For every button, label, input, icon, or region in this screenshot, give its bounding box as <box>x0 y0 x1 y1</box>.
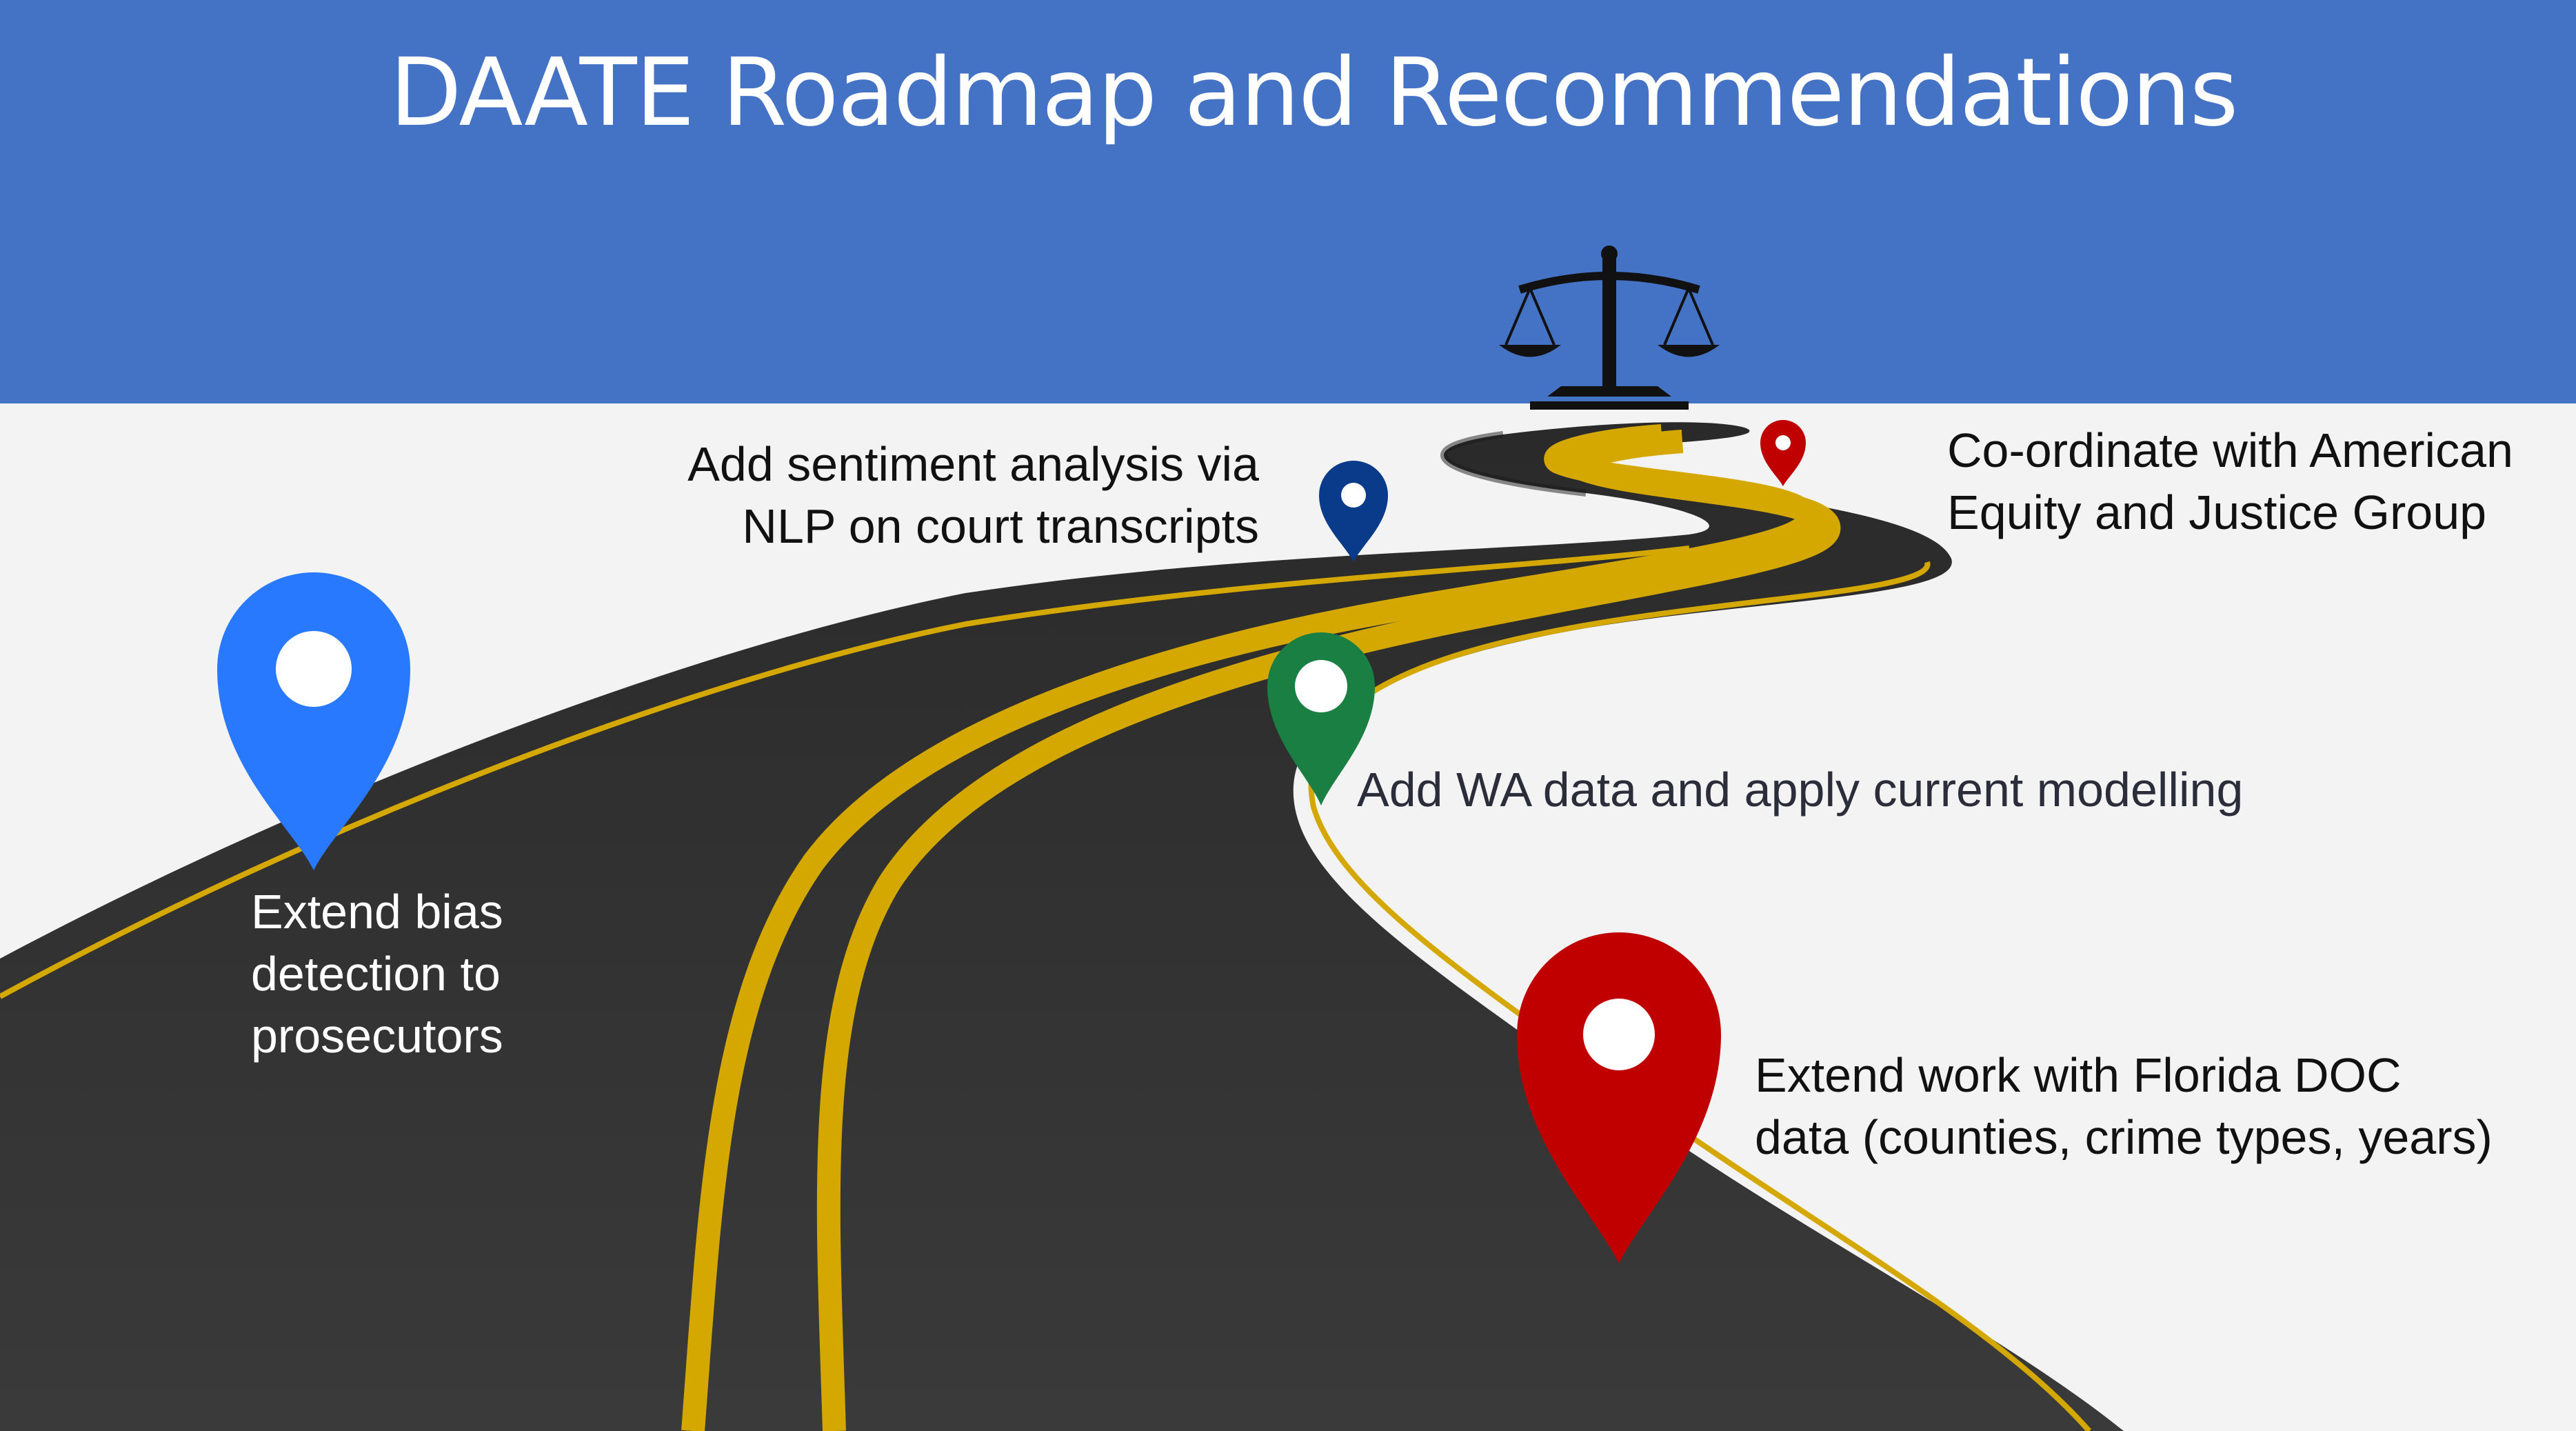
milestone-label-line: Extend work with Florida DOC <box>1755 1048 2402 1102</box>
road-center-line-right <box>816 430 1841 1431</box>
scales-of-justice-icon <box>1499 246 1720 410</box>
road-edge-right <box>1308 561 2092 1431</box>
milestone-label-line: Co-ordinate with American <box>1947 423 2513 477</box>
milestone-label-coordinate: Co-ordinate with American Equity and Jus… <box>1947 419 2513 543</box>
milestone-label-bias-detection: Extend bias detection to prosecutors <box>251 881 503 1067</box>
road-shadow <box>1440 431 1587 497</box>
pin-florida-icon[interactable] <box>1517 932 1721 1263</box>
pin-sentiment-icon[interactable] <box>1319 461 1388 562</box>
milestone-label-wa-data: Add WA data and apply current modelling <box>1357 759 2243 821</box>
header-band <box>0 0 2576 403</box>
milestone-label-line: Equity and Justice Group <box>1947 486 2487 539</box>
milestone-label-line: detection to <box>251 947 501 1001</box>
milestone-label-sentiment: Add sentiment analysis via NLP on court … <box>687 433 1259 557</box>
road-edge-left <box>0 546 1690 999</box>
slide-title: DAATE Roadmap and Recommendations <box>390 39 2239 148</box>
milestone-label-line: Add sentiment analysis via <box>687 437 1259 491</box>
milestone-label-line: prosecutors <box>251 1009 503 1063</box>
milestone-label-line: Extend bias <box>251 885 503 939</box>
pin-bias-detection-icon[interactable] <box>217 572 410 870</box>
milestone-label-florida: Extend work with Florida DOC data (count… <box>1755 1044 2493 1168</box>
milestone-label-line: data (counties, crime types, years) <box>1755 1110 2493 1164</box>
pin-wa-data-icon[interactable] <box>1267 632 1375 805</box>
milestone-label-line: Add WA data and apply current modelling <box>1357 763 2244 817</box>
milestone-label-line: NLP on court transcripts <box>742 499 1259 553</box>
pin-coordinate-icon[interactable] <box>1760 420 1806 486</box>
